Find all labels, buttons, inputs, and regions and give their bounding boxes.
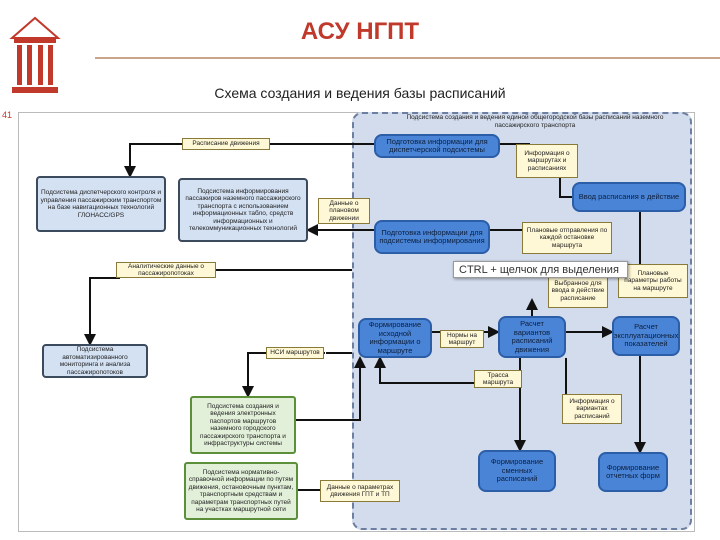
label-info-marshrutakh: Информация о маршрутах и расписаниях <box>516 144 578 178</box>
node-raschet-variantov: Расчет вариантов расписаний движения <box>498 316 566 358</box>
label-dannye-plan: Данные о плановом движении <box>318 198 370 224</box>
node-raschet-ekspluatatsionnykh: Расчет эксплуатационных показателей <box>612 316 680 356</box>
subsystem-dispatch-control: Подсистема диспетчерского контроля и упр… <box>36 176 166 232</box>
page-title: АСУ НГПТ <box>300 18 420 45</box>
node-formirovanie-iskhodnoy: Формирование исходной информации о маршр… <box>358 318 432 358</box>
label-vybrannoe-raspisanie: Выбранное для ввода в действие расписани… <box>548 274 608 308</box>
subsystem-passenger-monitoring: Подсистема автоматизированного мониторин… <box>42 344 148 378</box>
ctrl-click-tooltip: CTRL + щелчок для выделения <box>453 261 628 278</box>
subsystem-electronic-passports: Подсистема создания и ведения электронны… <box>190 396 296 454</box>
subsystem-passenger-informing: Подсистема информирования пассажиров наз… <box>178 178 308 242</box>
label-plan-parametry: Плановые параметры работы на маршруте <box>618 264 688 298</box>
label-plan-otpravleniya: Плановые отправления по каждой остановке… <box>522 222 612 254</box>
label-raspisanie-dvizheniya: Расписание движения <box>182 138 270 150</box>
node-smennye-raspisaniya: Формирование сменных расписаний <box>478 450 556 492</box>
label-analiticheskie-dannye: Аналитические данные о пассажиропотоках <box>116 262 216 278</box>
node-otchetnye-formy: Формирование отчетных форм <box>598 452 668 492</box>
subsystem-reference-info: Подсистема нормативно-справочной информа… <box>184 462 298 520</box>
label-nsi-marshrutov: НСИ маршрутов <box>266 347 324 359</box>
node-vvod-raspisaniya: Ввод расписания в действие <box>572 182 686 212</box>
slide-number: 41 <box>2 110 13 120</box>
region-title: Подсистема создания и ведения единой общ… <box>406 114 664 129</box>
node-podgotovka-informirovaniya: Подготовка информации для подсистемы инф… <box>374 220 490 254</box>
page-subtitle: Схема создания и ведения базы расписаний <box>214 85 506 101</box>
label-dannye-parametrakh: Данные о параметрах движения ГПТ и ТП <box>320 480 400 502</box>
label-normy-marshrut: Нормы на маршрут <box>440 330 484 348</box>
title-divider <box>95 57 720 59</box>
node-info-dispatch: Подготовка информации для диспетчерской … <box>374 134 500 158</box>
university-logo <box>8 12 62 102</box>
label-trassa-marshruta: Трасса маршрута <box>474 370 522 388</box>
label-info-variantakh: Информация о вариантах расписаний <box>562 394 622 424</box>
